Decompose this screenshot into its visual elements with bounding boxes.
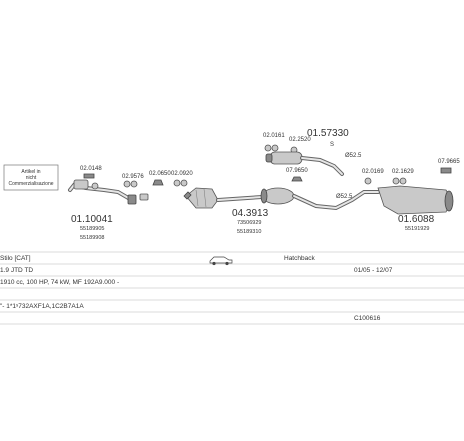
svg-text:02.9576: 02.9576 [122,174,144,180]
ref-cell: C100616 [354,315,381,322]
clamp-02-1629: 02.1629 [392,169,414,185]
spec-cell: 1910 cc, 100 HP, 74 kW, MF 192A9.000 - [0,279,119,286]
svg-text:07.9665: 07.9665 [438,159,460,165]
clamp-02-9576: 02.9576 [122,174,144,188]
clamp-02-0148: 02.0148 [80,166,102,179]
svg-text:02.2520: 02.2520 [289,137,311,143]
rear-top-silencer [265,151,303,165]
diameter-lower: Ø52.5 [336,194,353,200]
dates-cell: 01/05 - 12/07 [354,267,393,274]
front-pipe [68,179,137,205]
mid-pipe [292,190,380,211]
svg-text:02.0169: 02.0169 [362,169,384,175]
car-icon [209,256,233,266]
clamp-02-0920: 02.0920 [171,171,193,187]
centre-silencer-oem-1: 73506929 [237,220,261,226]
body-cell: Hatchback [284,255,315,262]
rear-silencer-oem-1: 55191929 [405,226,429,232]
svg-text:02.1629: 02.1629 [392,169,414,175]
clamp-07-9665: 07.9665 [438,159,460,174]
rear-silencer-number: 01.6088 [398,214,435,225]
clamp-02-0650: 02.0650 [139,171,171,201]
engine-cell: 1.9 JTD TD [0,267,33,274]
centre-pipe [216,195,264,202]
diameter-upper: Ø52.5 [345,153,362,159]
centre-silencer-number: 04.3913 [232,208,269,219]
model-cell: Stilo [CAT] [0,255,31,262]
rear-top-silencer-number: 01.57330 [307,128,349,139]
note-line-3: Commerzialisazione [8,181,53,187]
front-pipe-oem-1: 55189905 [80,226,104,232]
clamp-02-2520: 02.2520 [289,137,311,154]
svg-text:02.0161: 02.0161 [263,133,285,139]
svg-text:02.0148: 02.0148 [80,166,102,172]
front-pipe-number: 01.10041 [71,214,113,225]
centre-silencer-oem-2: 55189310 [237,229,261,235]
note-box: Artikel in nicht Commerzialisazione [3,164,59,191]
note-line-2: nicht [26,175,37,181]
svg-text:02.0650: 02.0650 [149,171,171,177]
clamp-02-0169: 02.0169 [362,169,384,185]
front-pipe-oem-2: 55189908 [80,235,104,241]
centre-silencer [260,187,295,205]
catalyst [183,187,219,209]
note-line-1: Artikel in [21,169,40,175]
svg-text:02.0920: 02.0920 [171,171,193,177]
code-cell: "- 1*1ˢ732AXF1A,1C2B7A1A [0,303,84,310]
clamp-02-0161: 02.0161 [263,133,285,152]
rear-top-pipe [300,156,344,176]
clamp-07-9650: 07.9650 [286,168,308,182]
rear-silencer [377,185,454,215]
rear-top-silencer-suffix: S [330,142,334,148]
svg-text:07.9650: 07.9650 [286,168,308,174]
